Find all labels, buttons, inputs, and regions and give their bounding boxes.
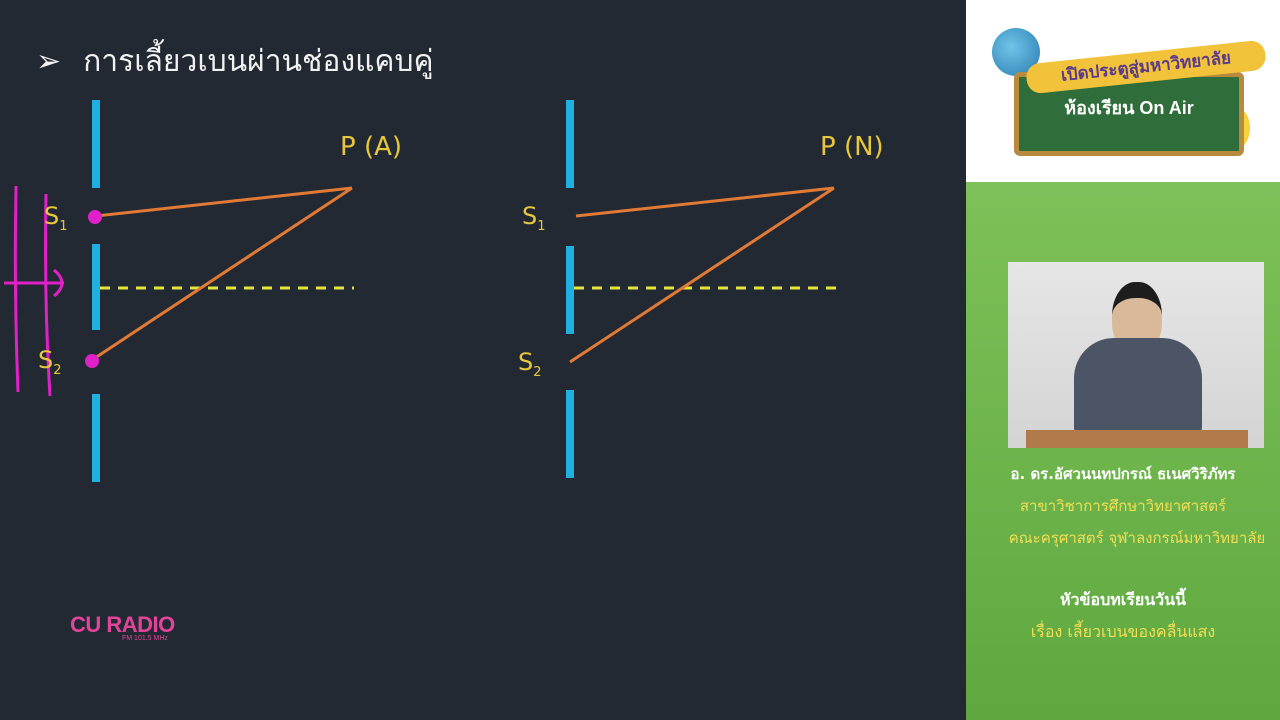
right-ray-s2: [569, 186, 835, 364]
chalkboard-text: ห้องเรียน On Air: [1064, 98, 1194, 118]
slide-title-text: การเลี้ยวเบนผ่านช่องแคบคู่: [83, 44, 434, 79]
left-s2-label: S2: [38, 346, 62, 378]
right-s2-subscript: 2: [533, 364, 542, 380]
arrow-bullet-icon: ➢: [36, 44, 62, 79]
left-s1-subscript: 1: [59, 218, 68, 234]
left-ray-s1: [95, 186, 353, 218]
right-point-label: P (N): [820, 132, 884, 162]
presenter-sidebar: ห้องเรียน On Air เปิดประตูสู่มหาวิทยาลัย…: [966, 0, 1280, 720]
pen-annotation-line-1: [13, 185, 20, 393]
source-s1-dot: [88, 210, 102, 224]
teacher-name: อ. ดร.อัศวนนทปกรณ์ ธเนศวิริภัทร: [1010, 465, 1236, 483]
left-s1-label: S1: [44, 202, 68, 234]
right-s1-label: S1: [522, 202, 546, 234]
desk: [1026, 430, 1248, 448]
right-ray-s1: [575, 186, 835, 218]
left-ray-s2: [91, 186, 353, 362]
topic-heading: หัวข้อบทเรียนวันนี้: [1059, 590, 1186, 609]
pen-annotation-line-2: [44, 193, 52, 397]
program-logo: ห้องเรียน On Air เปิดประตูสู่มหาวิทยาลัย: [966, 0, 1280, 182]
right-s2-letter: S: [518, 348, 534, 376]
right-s1-subscript: 1: [537, 218, 546, 234]
left-s2-letter: S: [38, 346, 54, 374]
right-s2-label: S2: [518, 348, 542, 380]
left-point-label: P (A): [340, 132, 403, 162]
pen-annotation-arrow: [4, 268, 64, 298]
cu-radio-logo-text: CU RADIO: [70, 612, 175, 637]
cu-radio-frequency: FM 101.5 MHz: [122, 635, 168, 642]
cu-radio-logo: CU RADIO FM 101.5 MHz: [70, 612, 175, 642]
faculty: คณะครุศาสตร์ จุฬาลงกรณ์มหาวิทยาลัย: [1008, 529, 1266, 547]
department: สาขาวิชาการศึกษาวิทยาศาสตร์: [1019, 497, 1227, 515]
left-s2-subscript: 2: [53, 362, 62, 378]
left-s1-letter: S: [44, 202, 60, 230]
slide-title: ➢ การเลี้ยวเบนผ่านช่องแคบคู่: [36, 38, 434, 85]
presenter-body: [1074, 338, 1202, 434]
double-slit-diagram: [4, 100, 836, 482]
lecture-slide: ➢ การเลี้ยวเบนผ่านช่องแคบคู่ P (A) S1 S2…: [4, 38, 884, 642]
presenter-video: [1008, 262, 1264, 448]
right-s1-letter: S: [522, 202, 538, 230]
topic-text: เรื่อง เลี้ยวเบนของคลื่นแสง: [1030, 622, 1216, 641]
source-s2-dot: [85, 354, 99, 368]
